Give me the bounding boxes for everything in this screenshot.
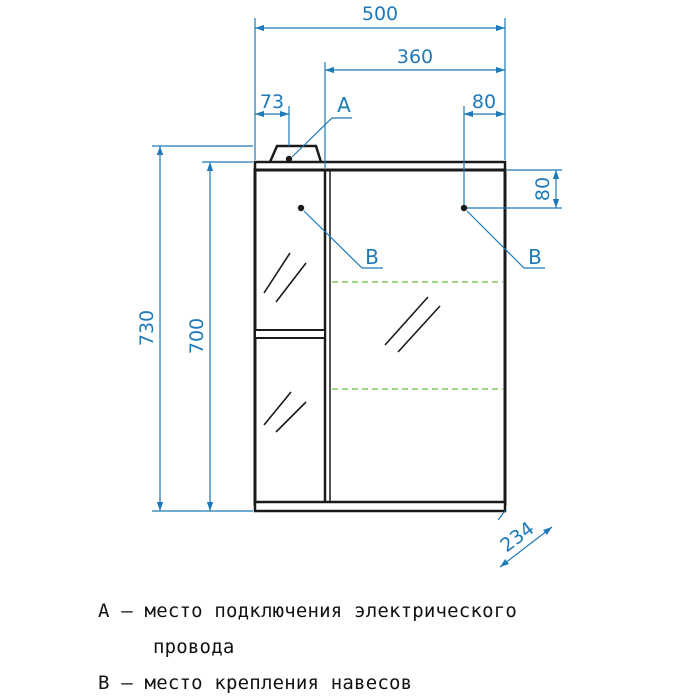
dim-width-total: 500 [362,3,398,25]
mirror-marks [263,252,441,433]
dim-width-door: 360 [397,46,433,68]
legend-b-line: В – место крепления навесов [98,672,413,694]
cabinet [253,144,507,513]
leader-a [291,117,352,158]
mirror-mark [263,391,292,426]
mirror-mark [384,296,429,346]
leader-b-left [303,210,383,269]
dim-hanger-offset-right: 80 [472,91,496,113]
legend-a-line1: А – место подключения электрического [98,600,518,622]
dimension-lines [152,18,562,568]
dim-depth: 234 [496,518,538,557]
left-door-split [254,329,326,339]
mirror-mark [275,401,307,433]
dim-hanger-offset-top: 80 [532,177,554,201]
dim-line-234 [499,526,553,568]
leader-b-right [466,210,545,269]
shelves [332,281,503,390]
callout-leaders [291,117,545,269]
mirror-mark [275,262,307,303]
socket-point [285,155,293,163]
callout-b-right-label: В [528,245,542,269]
dim-height-total: 730 [136,310,158,346]
dim-height-body: 700 [186,318,208,354]
mount-points [285,155,468,212]
hanger-point-left [297,204,305,212]
bottom-panel [253,500,507,513]
mirror-mark [263,252,291,294]
mirror-mark [397,305,441,353]
callout-b-left-label: В [365,245,379,269]
callout-a-label: А [337,93,351,117]
hanger-point-right [460,204,468,212]
legend-a-line2: провода [153,636,235,658]
dim-socket-offset: 73 [260,91,284,113]
